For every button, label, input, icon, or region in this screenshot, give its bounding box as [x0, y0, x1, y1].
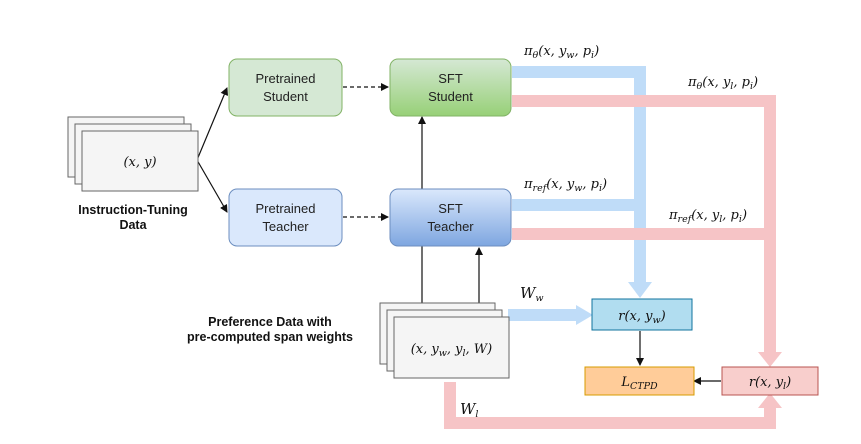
flow-weight-l [444, 382, 776, 429]
instruction-data-caption-line1: Instruction-Tuning [78, 203, 187, 217]
pretrained-teacher-line2: Teacher [262, 219, 309, 234]
label-pi-ref-l: πref(x, yl, pi) [668, 208, 747, 225]
sft-teacher-line1: SFT [438, 201, 463, 216]
flow-weight-l-head [758, 393, 782, 408]
pretrained-teacher-line1: Pretrained [256, 201, 316, 216]
pretrained-student-node: Pretrained Student [228, 58, 343, 117]
flow-student-to-reward-l [512, 95, 776, 352]
sft-student-line2: Student [428, 89, 473, 104]
pretrained-student-line1: Pretrained [256, 71, 316, 86]
sft-teacher-line2: Teacher [427, 219, 474, 234]
instruction-data-caption-line2: Data [119, 218, 147, 232]
preference-data-math: (x, yw, yl, W) [411, 342, 493, 359]
sft-student-line1: SFT [438, 71, 463, 86]
sft-teacher-node: SFT Teacher [389, 188, 512, 247]
pretrained-teacher-node: Pretrained Teacher [228, 188, 343, 247]
loss-node: LCTPD [584, 366, 695, 396]
sft-student-node: SFT Student [389, 58, 512, 117]
label-weight-w: Ww [520, 284, 544, 304]
edge-data-to-pretrained-student [196, 87, 228, 161]
instruction-data-math: (x, y) [123, 155, 156, 170]
preference-data-stack: (x, yw, yl, W) [379, 302, 510, 379]
preference-data-caption-line2: pre-computed span weights [187, 330, 353, 344]
instruction-data-stack: (x, y) [67, 116, 199, 192]
flow-weight-w-head [576, 305, 593, 325]
reward-w-node: r(x, yw) [591, 298, 693, 331]
flow-student-to-reward-w [512, 66, 646, 282]
reward-l-node: r(x, yl) [721, 366, 819, 396]
label-pi-theta-w: πθ(x, yw, pi) [523, 44, 599, 61]
flow-student-to-reward-l-head [758, 352, 782, 367]
flow-student-to-reward-w-head [628, 282, 652, 298]
label-pi-ref-w: πref(x, yw, pi) [523, 177, 607, 194]
label-pi-theta-l: πθ(x, yl, pi) [687, 75, 758, 92]
preference-data-caption-line1: Preference Data with [208, 315, 332, 329]
pretrained-student-line2: Student [263, 89, 308, 104]
edge-data-to-pretrained-teacher [196, 159, 228, 213]
label-weight-l: Wl [460, 400, 478, 420]
reward-l-math: r(x, yl) [749, 375, 791, 392]
